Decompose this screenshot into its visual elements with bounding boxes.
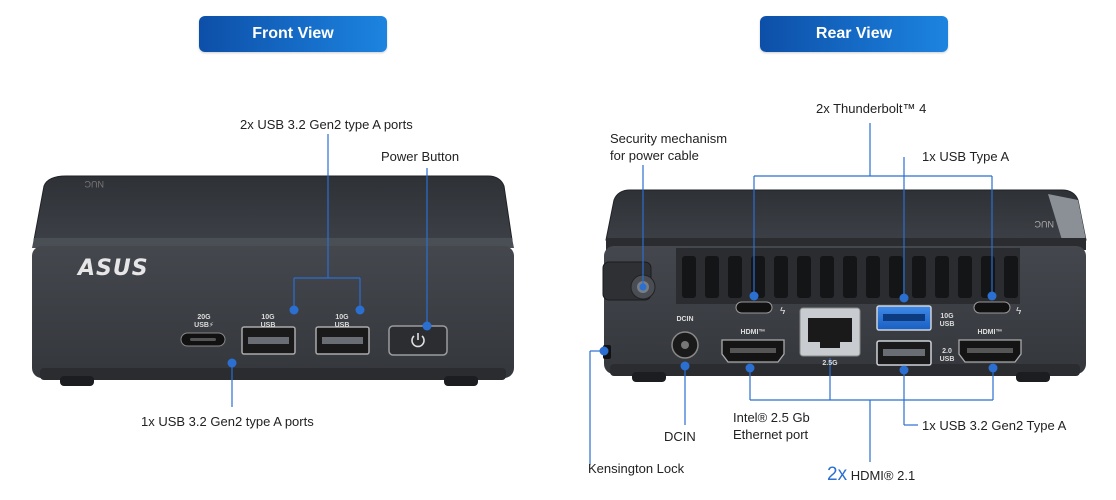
rear-hdmi-left-marking: HDMI™	[740, 329, 766, 336]
label-ethernet-line1: Intel® 2.5 Gb	[733, 410, 810, 425]
thunderbolt-icon-2: ϟ	[1016, 306, 1022, 317]
rear-usb-black-marking: 2.0 USB	[939, 348, 955, 363]
callout-dots	[227, 283, 998, 375]
label-dcin: DCIN	[664, 429, 696, 444]
rear-hdmi-right-marking: HDMI™	[977, 329, 1003, 336]
rear-vents	[682, 256, 1018, 298]
label-front-usb-a-single: 1x USB 3.2 Gen2 type A ports	[141, 414, 314, 429]
label-ethernet-line2: Ethernet port	[733, 427, 809, 442]
label-usb-type-a: 1x USB Type A	[922, 149, 1010, 164]
label-thunderbolt: 2x Thunderbolt™ 4	[816, 101, 927, 116]
power-button[interactable]	[388, 325, 448, 356]
label-front-usb-a-pair: 2x USB 3.2 Gen2 type A ports	[240, 117, 413, 132]
asus-logo: ASUS	[76, 256, 149, 281]
front-usbc-marking: 20G USB⚡	[194, 314, 214, 329]
callout-lines	[231, 123, 994, 465]
power-icon	[411, 333, 425, 348]
label-hdmi-count: 2x	[827, 464, 848, 485]
label-hdmi: 2x HDMI® 2.1	[827, 464, 916, 485]
label-hdmi-text: HDMI® 2.1	[850, 468, 916, 483]
label-security-line1: Security mechanism	[610, 131, 728, 146]
rear-usb-blue-marking: 10G USB	[939, 313, 955, 328]
rear-dcin-marking: DCIN	[676, 316, 694, 323]
label-kensington: Kensington Lock	[588, 461, 685, 476]
front-device: ASUS NUC	[32, 175, 514, 386]
rear-view-title: Rear View	[760, 16, 948, 52]
rear-device: NUC ϟ ϟ	[602, 189, 1087, 382]
label-power-button: Power Button	[381, 149, 460, 164]
front-view-title: Front View	[199, 16, 387, 52]
rear-nuc-mark: NUC	[1034, 219, 1054, 229]
front-usb2-marking: 10G USB	[334, 314, 350, 329]
front-nuc-mark: NUC	[84, 179, 104, 189]
thunderbolt-port-1	[735, 301, 773, 314]
front-view-title-text: Front View	[252, 25, 334, 42]
rear-eth-speed-marking: 2.5G	[822, 360, 838, 367]
front-usb1-marking: 10G USB	[260, 314, 276, 329]
thunderbolt-port-2	[973, 301, 1011, 314]
thunderbolt-icon-1: ϟ	[780, 306, 786, 317]
label-usb-gen2: 1x USB 3.2 Gen2 Type A	[922, 418, 1067, 433]
label-security-line2: for power cable	[610, 148, 699, 163]
rear-view-title-text: Rear View	[815, 25, 893, 42]
